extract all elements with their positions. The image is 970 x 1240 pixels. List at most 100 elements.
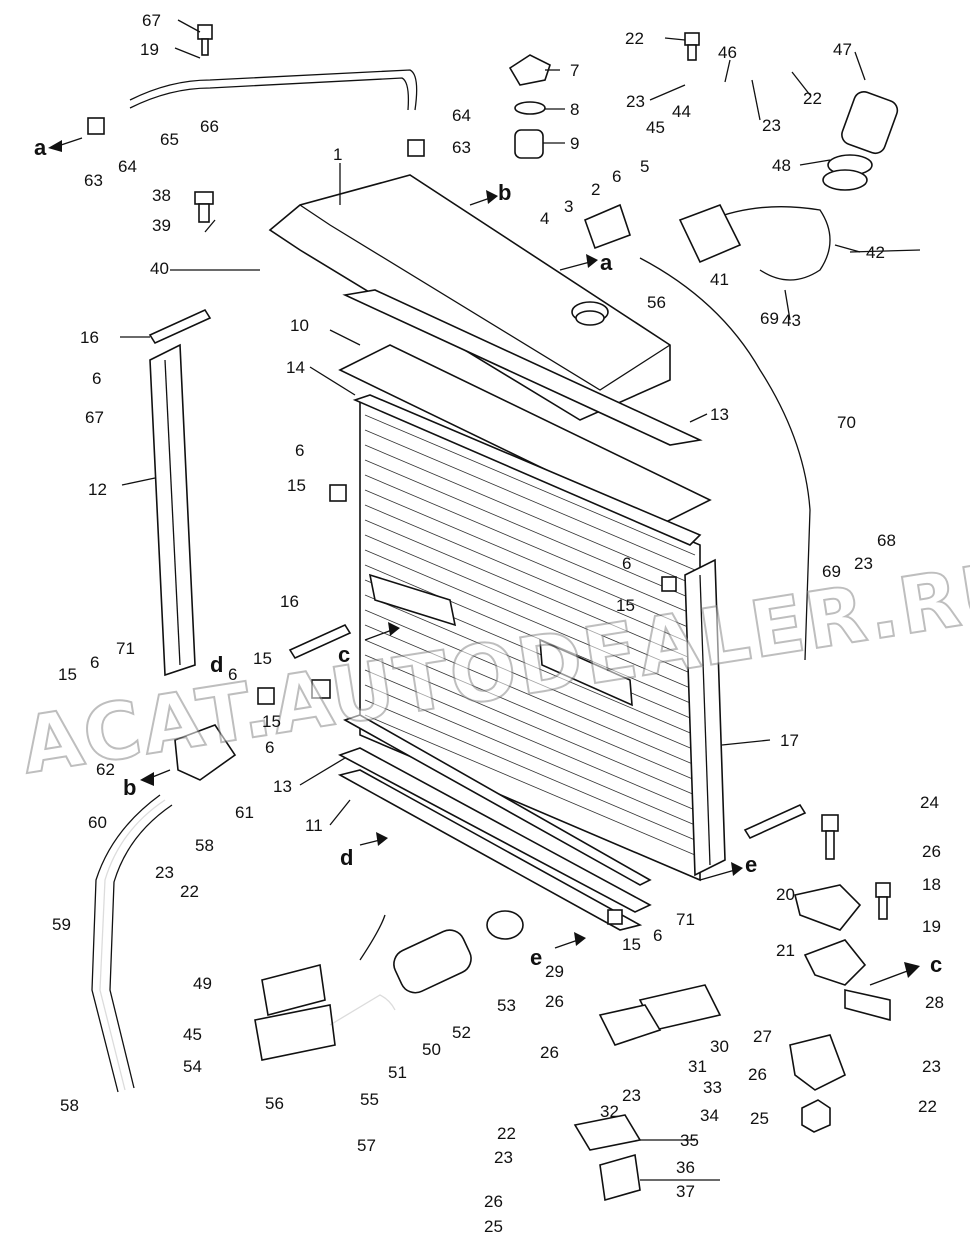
callout-56-top: 56 bbox=[647, 293, 666, 312]
callout-1: 1 bbox=[333, 145, 342, 164]
callout-15-bottom: 15 bbox=[622, 935, 641, 954]
callout-6-core: 6 bbox=[622, 554, 631, 573]
callout-23-top: 23 bbox=[626, 92, 645, 111]
callout-55: 55 bbox=[360, 1090, 379, 1109]
overflow-tube-65 bbox=[129, 69, 418, 111]
water-inlet-61 bbox=[174, 724, 237, 781]
bracket-16-top bbox=[148, 308, 212, 345]
callout-10: 10 bbox=[290, 316, 309, 335]
bracket-36 bbox=[599, 1153, 641, 1202]
callout-7: 7 bbox=[570, 61, 579, 80]
callout-4: 4 bbox=[540, 209, 549, 228]
callout-26-mid: 26 bbox=[545, 992, 564, 1011]
bracket-20 bbox=[794, 884, 862, 931]
callout-23-low-right: 23 bbox=[922, 1057, 941, 1076]
bolt-63 bbox=[87, 117, 425, 157]
callout-19: 19 bbox=[140, 40, 159, 59]
callout-44: 44 bbox=[672, 102, 691, 121]
callout-71-left: 71 bbox=[116, 639, 135, 658]
callout-63-left: 63 bbox=[84, 171, 103, 190]
clamp-53 bbox=[486, 910, 524, 940]
marker-e-right: e bbox=[745, 852, 757, 877]
marker-a-left: a bbox=[34, 135, 47, 160]
callout-34: 34 bbox=[700, 1106, 719, 1125]
nut-25 bbox=[801, 1099, 831, 1133]
right-side-column bbox=[684, 558, 726, 877]
callout-15-lower: 15 bbox=[262, 712, 281, 731]
callout-67: 67 bbox=[142, 11, 161, 30]
callout-37: 37 bbox=[676, 1182, 695, 1201]
callout-64-left: 64 bbox=[118, 157, 137, 176]
left-side-column bbox=[149, 343, 196, 677]
callout-25-right: 25 bbox=[750, 1109, 769, 1128]
lower-pipe-50 bbox=[254, 914, 396, 1061]
callout-23-lowest: 23 bbox=[494, 1148, 513, 1167]
bolt-15 bbox=[257, 484, 677, 925]
callout-71-bottom: 71 bbox=[676, 910, 695, 929]
callout-28: 28 bbox=[925, 993, 944, 1012]
callout-22-low-right: 22 bbox=[918, 1097, 937, 1116]
callout-60: 60 bbox=[88, 813, 107, 832]
callout-69-right: 69 bbox=[822, 562, 841, 581]
lower-hose-60 bbox=[91, 794, 173, 1093]
lower-plates bbox=[337, 714, 652, 931]
callout-68: 68 bbox=[877, 531, 896, 550]
callout-6-mid: 6 bbox=[295, 441, 304, 460]
callout-67-left: 67 bbox=[85, 408, 104, 427]
callout-3: 3 bbox=[564, 197, 573, 216]
callout-46: 46 bbox=[718, 43, 737, 62]
bolt-18 bbox=[875, 882, 891, 920]
callout-54: 54 bbox=[183, 1057, 202, 1076]
callout-26-lower: 26 bbox=[540, 1043, 559, 1062]
callout-40: 40 bbox=[150, 259, 169, 278]
bolt-38 bbox=[194, 191, 214, 223]
callout-38: 38 bbox=[152, 186, 171, 205]
mount-21 bbox=[803, 939, 867, 986]
callout-22-hose: 22 bbox=[180, 882, 199, 901]
radiator-cap-assembly bbox=[508, 54, 551, 159]
hose-42 bbox=[709, 206, 831, 281]
radiator-core bbox=[359, 398, 701, 882]
callout-33: 33 bbox=[703, 1078, 722, 1097]
callout-9: 9 bbox=[570, 134, 579, 153]
callout-39: 39 bbox=[152, 216, 171, 235]
water-outlet-2 bbox=[583, 203, 632, 250]
callout-29: 29 bbox=[545, 962, 564, 981]
callout-25-lowest: 25 bbox=[484, 1217, 503, 1236]
callout-30: 30 bbox=[710, 1037, 729, 1056]
callout-13-bottom: 13 bbox=[273, 777, 292, 796]
callout-6-left: 6 bbox=[92, 369, 101, 388]
callout-6-lower-left: 6 bbox=[90, 653, 99, 672]
callout-58-top: 58 bbox=[195, 836, 214, 855]
marker-e-bottom: e bbox=[530, 945, 542, 970]
callout-18: 18 bbox=[922, 875, 941, 894]
bolt-22-top bbox=[684, 32, 700, 61]
callout-16-mid: 16 bbox=[280, 592, 299, 611]
callout-51: 51 bbox=[388, 1063, 407, 1082]
callout-11: 11 bbox=[305, 816, 323, 835]
callout-6-bottom: 6 bbox=[653, 926, 662, 945]
bracket-27 bbox=[789, 1034, 847, 1091]
callout-52: 52 bbox=[452, 1023, 471, 1042]
callout-23-hose: 23 bbox=[155, 863, 174, 882]
callout-70: 70 bbox=[837, 413, 856, 432]
callout-20: 20 bbox=[776, 885, 795, 904]
callout-24: 24 bbox=[920, 793, 939, 812]
water-outlet-41 bbox=[678, 203, 742, 264]
mount-31 bbox=[598, 1004, 662, 1046]
callout-49: 49 bbox=[193, 974, 212, 993]
hose-52 bbox=[393, 929, 472, 994]
marker-c-right: c bbox=[930, 952, 942, 977]
callout-6-lower: 6 bbox=[265, 738, 274, 757]
callout-50: 50 bbox=[422, 1040, 441, 1059]
clamp-48 bbox=[822, 154, 873, 191]
marker-b-top: b bbox=[498, 180, 511, 205]
callout-48: 48 bbox=[772, 156, 791, 175]
callout-61: 61 bbox=[235, 803, 254, 822]
callout-62: 62 bbox=[96, 760, 115, 779]
callout-26-right: 26 bbox=[922, 842, 941, 861]
callout-17: 17 bbox=[780, 731, 799, 750]
bracket-16-mid bbox=[288, 623, 352, 660]
